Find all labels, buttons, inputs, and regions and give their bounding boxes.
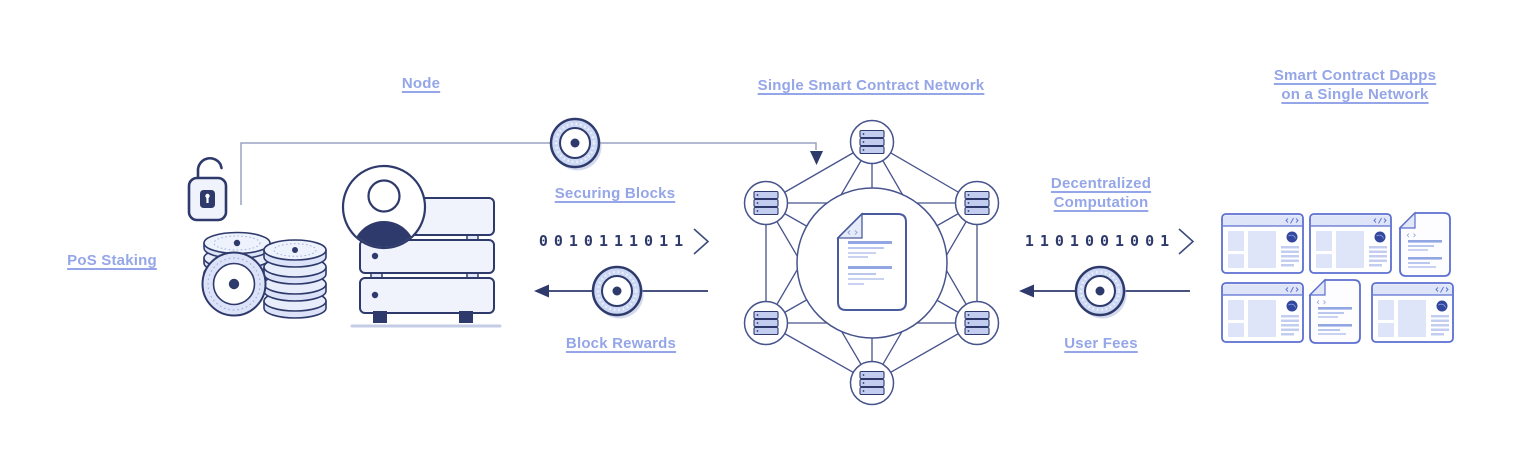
coin-icon	[549, 117, 603, 172]
down-arrow-icon	[810, 151, 823, 165]
node-link[interactable]: Node	[401, 75, 441, 92]
avatar-icon	[341, 164, 427, 250]
staking-to-network-connector	[240, 117, 823, 205]
decentralized-computation-link[interactable]: Decentralized Computation	[1051, 174, 1151, 212]
computation-line: Computation	[1053, 194, 1149, 211]
chevron-right-icon	[693, 228, 710, 255]
network-node-icon	[743, 180, 789, 226]
dapp-window-icon	[1309, 213, 1392, 274]
dapp-window-icon	[1221, 213, 1304, 274]
smart-contract-icon	[836, 212, 907, 311]
dapp-document-icon	[1309, 279, 1361, 344]
coin-icon	[1074, 265, 1128, 320]
decentralized-line: Decentralized	[1050, 175, 1152, 192]
dapp-window-icon	[1221, 282, 1304, 343]
dapps-title-link[interactable]: Smart Contract Dapps on a Single Network	[1274, 66, 1436, 104]
pos-staking-link[interactable]: PoS Staking	[67, 252, 157, 269]
user-fees-link[interactable]: User Fees	[1064, 335, 1138, 352]
network-node-icon	[954, 300, 1000, 346]
left-arrow-icon	[1019, 284, 1034, 298]
dapps-title-line2: on a Single Network	[1281, 86, 1429, 103]
network-title-link[interactable]: Single Smart Contract Network	[757, 77, 985, 94]
network-node-icon	[743, 300, 789, 346]
user-fees-binary: 1101001001	[1024, 232, 1176, 250]
left-arrow-icon	[534, 284, 549, 298]
dapp-document-icon	[1399, 212, 1451, 277]
dapp-window-icon	[1371, 282, 1454, 343]
block-rewards-link[interactable]: Block Rewards	[565, 335, 677, 352]
lock-icon	[187, 156, 228, 222]
smart-contract-network	[743, 119, 1000, 406]
dapps-title-line1: Smart Contract Dapps	[1273, 67, 1437, 84]
block-rewards-flow	[534, 265, 708, 320]
securing-blocks-binary: 0010111011	[538, 232, 690, 250]
user-fees-flow	[1019, 265, 1190, 320]
securing-blocks-link[interactable]: Securing Blocks	[554, 185, 676, 202]
coins-stack-icon	[201, 231, 327, 319]
coin-icon	[591, 265, 645, 320]
chevron-right-icon	[1178, 228, 1195, 255]
network-node-icon	[849, 119, 895, 165]
network-node-icon	[849, 360, 895, 406]
network-node-icon	[954, 180, 1000, 226]
